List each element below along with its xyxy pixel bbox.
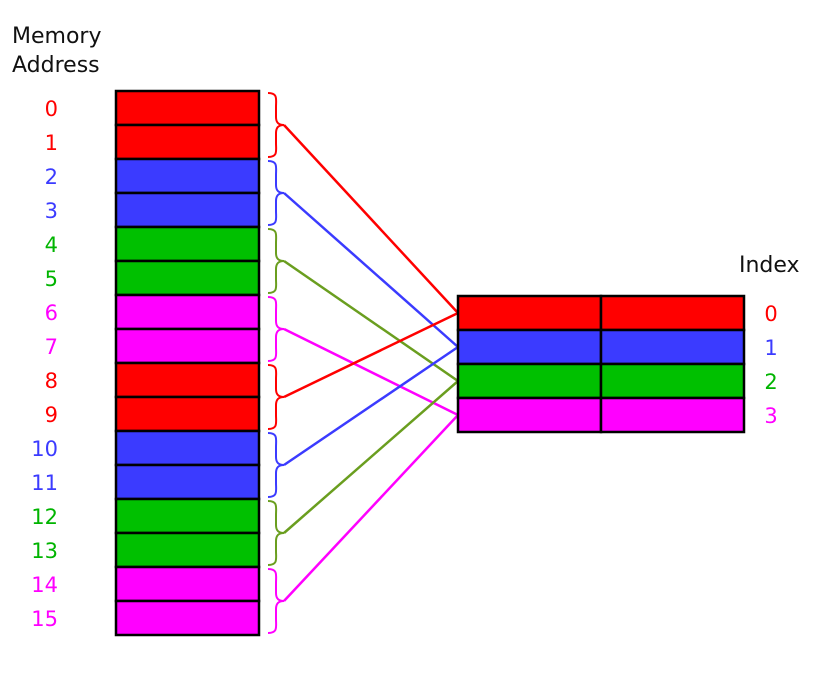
cache-cell-1-0: [456, 328, 603, 366]
memory-cell-3: [114, 191, 261, 229]
mapping-line-block-7: [283, 414, 459, 602]
memory-address-9: 9: [45, 403, 58, 427]
mapping-line-block-2: [283, 259, 459, 383]
mapping-line-block-5: [283, 345, 459, 467]
memory-address-2: 2: [45, 165, 58, 189]
memory-address-15: 15: [31, 607, 58, 631]
memory-cell-12: [114, 497, 261, 535]
memory-cell-9: [114, 395, 261, 433]
cache-index-3: 3: [764, 404, 777, 428]
mapping-line-block-0: [283, 124, 459, 314]
brace-block-7: [267, 568, 285, 634]
memory-address-4: 4: [45, 233, 58, 257]
memory-cell-7: [114, 327, 261, 365]
mapping-line-block-6: [283, 380, 459, 534]
memory-title-line1: Memory: [12, 24, 102, 49]
brace-block-5: [267, 432, 285, 498]
memory-cell-11: [114, 463, 261, 501]
memory-cell-15: [114, 599, 261, 637]
memory-cell-2: [114, 157, 261, 195]
memory-address-8: 8: [45, 369, 58, 393]
memory-cell-6: [114, 293, 261, 331]
brace-block-2: [267, 228, 285, 294]
memory-cell-14: [114, 565, 261, 603]
memory-address-5: 5: [45, 267, 58, 291]
brace-block-0: [267, 92, 285, 158]
memory-address-title: Memory Address: [12, 22, 101, 80]
memory-address-12: 12: [31, 505, 58, 529]
memory-blocks: [114, 89, 261, 637]
cache-cell-3-1: [599, 396, 746, 434]
cache-cell-3-0: [456, 396, 603, 434]
brace-block-1: [267, 160, 285, 226]
memory-address-3: 3: [45, 199, 58, 223]
memory-cell-1: [114, 123, 261, 161]
mapping-line-block-1: [283, 192, 459, 348]
memory-cell-10: [114, 429, 261, 467]
cache-table: [456, 294, 746, 434]
memory-cell-4: [114, 225, 261, 263]
block-braces: [267, 92, 285, 634]
cache-cell-0-1: [599, 294, 746, 332]
brace-block-6: [267, 500, 285, 566]
cache-index-2: 2: [764, 370, 777, 394]
cache-cell-2-1: [599, 362, 746, 400]
memory-address-7: 7: [45, 335, 58, 359]
index-title: Index: [739, 253, 800, 278]
memory-address-13: 13: [31, 539, 58, 563]
memory-address-11: 11: [31, 471, 58, 495]
memory-address-10: 10: [31, 437, 58, 461]
memory-cell-13: [114, 531, 261, 569]
mapping-lines: [283, 124, 459, 602]
cache-index-0: 0: [764, 302, 777, 326]
memory-address-1: 1: [45, 131, 58, 155]
memory-cell-0: [114, 89, 261, 127]
mapping-line-block-3: [283, 327, 459, 417]
cache-cell-1-1: [599, 328, 746, 366]
cache-cell-2-0: [456, 362, 603, 400]
memory-address-14: 14: [31, 573, 58, 597]
memory-cell-5: [114, 259, 261, 297]
mapping-line-block-4: [283, 311, 459, 399]
brace-block-4: [267, 364, 285, 430]
memory-address-0: 0: [45, 97, 58, 121]
brace-block-3: [267, 296, 285, 362]
cache-index-labels: 0 1 2 3: [764, 302, 777, 428]
cache-cell-0-0: [456, 294, 603, 332]
memory-address-6: 6: [45, 301, 58, 325]
cache-index-1: 1: [764, 336, 777, 360]
memory-title-line2: Address: [12, 53, 100, 78]
memory-cell-8: [114, 361, 261, 399]
